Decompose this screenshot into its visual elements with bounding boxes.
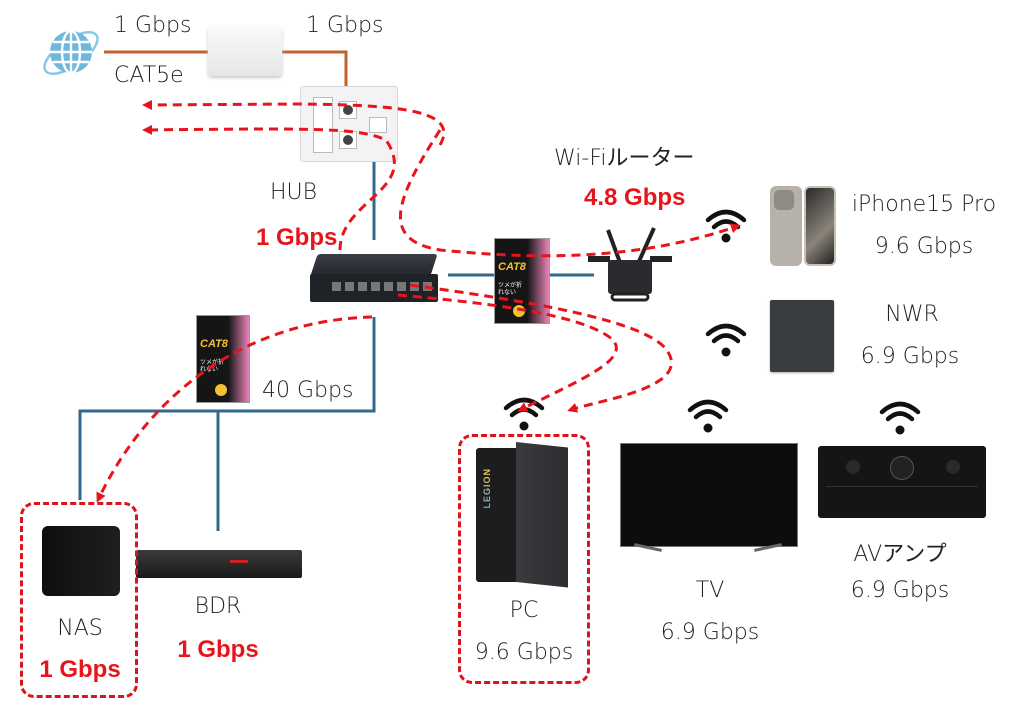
flow-arrow-to-iphone <box>399 129 741 258</box>
nwr-device <box>770 300 834 372</box>
flow-arrow-to-pc-1 <box>397 293 618 412</box>
av-amp-speed: 6.9 Gbps <box>850 578 950 603</box>
flow-arrow-to-pc-2 <box>409 283 673 413</box>
wall-outlet <box>300 86 398 162</box>
wan-speed-label: 1 Gbps <box>114 13 192 38</box>
pc-highlight-box <box>458 434 590 684</box>
wan-cable-label: CAT5e <box>114 63 184 88</box>
av-amplifier <box>818 446 986 518</box>
onu-device <box>208 26 282 76</box>
iphone-device <box>770 186 836 268</box>
tv <box>620 443 798 559</box>
wall-speed-label: 1 Gbps <box>306 13 384 38</box>
pc-speed: 9.6 Gbps <box>474 640 574 665</box>
router-speed-label: 4.8 Gbps <box>584 184 686 211</box>
router-label: Wi-Fiルーター <box>554 146 695 171</box>
wifi-icon <box>705 323 747 357</box>
nas-highlight-box <box>20 502 138 698</box>
nas-speed: 1 Gbps <box>39 656 121 683</box>
tv-speed: 6.9 Gbps <box>660 620 760 645</box>
iphone-label: iPhone15 Pro <box>851 192 997 217</box>
pc-tower: LEGION <box>476 442 576 588</box>
pc-label: PC <box>509 598 539 623</box>
bdr-speed: 1 Gbps <box>177 636 259 663</box>
tv-label: TV <box>695 578 725 603</box>
hub-speed-label: 1 Gbps <box>256 224 338 251</box>
bdr-label: BDR <box>194 594 242 619</box>
wan-cable <box>104 50 348 86</box>
flow-arrow-to-nas <box>96 315 373 503</box>
globe-icon <box>43 29 99 75</box>
nwr-label: NWR <box>885 302 939 327</box>
wifi-icon <box>687 399 729 433</box>
wifi-router <box>588 227 672 302</box>
flow-arrow-to-internet-2 <box>142 124 396 251</box>
nas-device <box>42 526 120 596</box>
lan-cable <box>78 128 594 531</box>
nas-label: NAS <box>57 616 103 641</box>
iphone-speed: 9.6 Gbps <box>874 234 974 259</box>
flow-arrow-to-internet-1 <box>142 99 446 146</box>
nwr-speed: 6.9 Gbps <box>860 344 960 369</box>
bdr-recorder <box>136 550 302 578</box>
av-amp-label: AVアンプ <box>853 542 947 567</box>
wifi-icon <box>879 401 921 435</box>
downlink-speed-label: 40 Gbps <box>262 378 354 403</box>
hub-label: HUB <box>270 180 318 205</box>
